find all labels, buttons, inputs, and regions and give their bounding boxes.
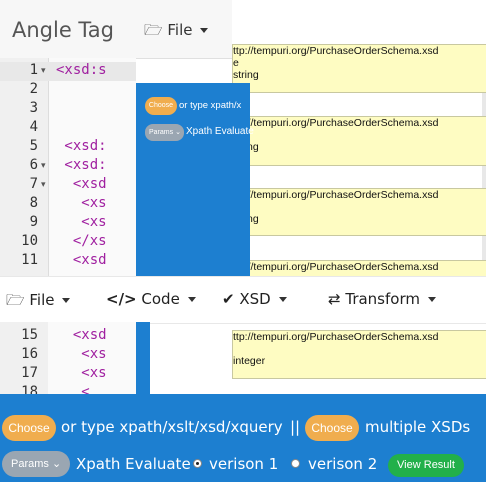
xsd-namespace: ttp://tempuri.org/PurchaseOrderSchema.xs… bbox=[233, 45, 439, 57]
version-2-label: verison 2 bbox=[308, 455, 378, 473]
folder-open-icon: 🗁 bbox=[6, 291, 25, 309]
transform-menu[interactable]: ⇄ Transform bbox=[328, 290, 436, 308]
xsd-namespace: ttp://tempuri.org/PurchaseOrderSchema.xs… bbox=[233, 189, 439, 201]
code-line: <xs bbox=[56, 195, 107, 211]
fold-arrow-icon[interactable]: ▾ bbox=[41, 180, 46, 190]
line-number: 1 bbox=[29, 62, 38, 78]
xsd-menu[interactable]: ✔ XSD bbox=[222, 290, 287, 308]
caret-down-icon bbox=[187, 297, 196, 302]
caret-down-icon bbox=[200, 28, 209, 33]
code-menu[interactable]: </> Code bbox=[106, 290, 196, 308]
line-number: 17 bbox=[21, 365, 38, 381]
file-menu-label: File bbox=[167, 21, 193, 39]
xsd-element-name bbox=[233, 343, 486, 355]
version-2-radio[interactable] bbox=[291, 459, 300, 468]
separator: || bbox=[290, 418, 301, 436]
line-number: 11 bbox=[21, 252, 38, 268]
file-menu[interactable]: 🗁 File bbox=[144, 20, 209, 45]
xsd-type: string bbox=[233, 213, 486, 225]
code-line: < bbox=[56, 384, 90, 400]
transform-label: Transform bbox=[345, 290, 420, 308]
code-line: <xsd bbox=[56, 327, 107, 343]
xpath-evaluate-label: Xpath Evaluate bbox=[186, 126, 254, 137]
fold-arrow-icon[interactable]: ▾ bbox=[41, 161, 46, 171]
xsd-element-name bbox=[233, 201, 486, 213]
xsd-panel-3: ttp://tempuri.org/PurchaseOrderSchema.xs… bbox=[232, 188, 486, 236]
xpath-dialog-edge bbox=[136, 322, 150, 394]
params-label: Params bbox=[149, 129, 174, 136]
xsd-element-name: et bbox=[233, 129, 486, 141]
code-line: <xsd: bbox=[56, 138, 107, 154]
line-number: 7 bbox=[29, 176, 38, 192]
chevron-down-icon: ⌄ bbox=[51, 458, 62, 470]
caret-down-icon bbox=[427, 297, 436, 302]
xsd-type: string bbox=[233, 141, 486, 153]
code-line: <xsd bbox=[56, 252, 107, 268]
xpath-evaluate-label: Xpath Evaluate bbox=[76, 455, 191, 473]
view-result-button[interactable]: View Result bbox=[388, 454, 464, 477]
xsd-panel-2: ttp://tempuri.org/PurchaseOrderSchema.xs… bbox=[232, 116, 486, 166]
line-number: 9 bbox=[29, 214, 38, 230]
check-icon: ✔ bbox=[222, 290, 235, 308]
code-icon: </> bbox=[106, 290, 137, 308]
xsd-namespace: ttp://tempuri.org/PurchaseOrderSchema.xs… bbox=[233, 261, 439, 273]
code-editor-lower[interactable] bbox=[48, 322, 136, 394]
xpath-dialog bbox=[136, 83, 250, 276]
fold-arrow-icon[interactable]: ▾ bbox=[41, 66, 46, 76]
xsd-type: integer bbox=[233, 355, 266, 367]
xpath-instruction: or type xpath/xslt/xsd/xquery bbox=[61, 418, 283, 436]
multiple-xsds-label: multiple XSDs bbox=[365, 418, 471, 436]
xsd-type: string bbox=[233, 69, 259, 81]
code-line: <xs bbox=[56, 365, 107, 381]
xsd-element-name: e bbox=[233, 57, 239, 69]
params-dropdown[interactable]: Params ⌄ bbox=[145, 124, 184, 141]
code-line: </xs bbox=[56, 233, 107, 249]
line-number: 15 bbox=[21, 327, 38, 343]
line-number: 4 bbox=[29, 119, 38, 135]
choose-xpath-button[interactable]: Choose bbox=[2, 415, 56, 441]
chevron-down-icon: ⌄ bbox=[175, 129, 181, 136]
code-line: <xs bbox=[56, 346, 107, 362]
line-number: 10 bbox=[21, 233, 38, 249]
line-number: 2 bbox=[29, 81, 38, 97]
choose-xsds-button[interactable]: Choose bbox=[305, 415, 359, 441]
code-line: <xsd: bbox=[56, 157, 107, 173]
line-number: 5 bbox=[29, 138, 38, 154]
params-dropdown-bottom[interactable]: Params ⌄ bbox=[2, 451, 70, 477]
xsd-namespace: ttp://tempuri.org/PurchaseOrderSchema.xs… bbox=[233, 117, 439, 129]
exchange-icon: ⇄ bbox=[328, 290, 341, 308]
params-label: Params bbox=[11, 458, 49, 470]
line-number: 3 bbox=[29, 100, 38, 116]
line-number: 6 bbox=[29, 157, 38, 173]
xsd-panel-4: ttp://tempuri.org/PurchaseOrderSchema.xs… bbox=[232, 260, 486, 277]
xsd-label: XSD bbox=[239, 290, 271, 308]
version-1-label: verison 1 bbox=[209, 455, 279, 473]
code-line: <xsd bbox=[56, 176, 107, 192]
file-label: File bbox=[29, 291, 55, 309]
caret-down-icon bbox=[278, 297, 287, 302]
scrollbar[interactable] bbox=[482, 58, 486, 276]
line-number: 8 bbox=[29, 195, 38, 211]
folder-open-icon: 🗁 bbox=[144, 21, 163, 39]
choose-button[interactable]: Choose bbox=[145, 97, 177, 115]
line-number: 16 bbox=[21, 346, 38, 362]
version-1-radio[interactable] bbox=[193, 459, 202, 468]
code-line: <xs bbox=[56, 214, 107, 230]
caret-down-icon bbox=[62, 298, 71, 303]
code-line: <xsd:s bbox=[56, 62, 107, 78]
xsd-namespace: ttp://tempuri.org/PurchaseOrderSchema.xs… bbox=[233, 331, 439, 343]
file-menu-toolbar[interactable]: 🗁 File bbox=[6, 290, 71, 315]
active-line-highlight bbox=[0, 62, 136, 81]
app-title: Angle Tag bbox=[12, 18, 114, 42]
xsd-panel-5: ttp://tempuri.org/PurchaseOrderSchema.xs… bbox=[232, 330, 486, 379]
dialog-instruction: or type xpath/x bbox=[179, 100, 242, 111]
editor-toolbar bbox=[0, 276, 486, 324]
code-label: Code bbox=[141, 290, 180, 308]
editor-gutter bbox=[0, 58, 49, 276]
xsd-panel-1: ttp://tempuri.org/PurchaseOrderSchema.xs… bbox=[232, 44, 486, 93]
